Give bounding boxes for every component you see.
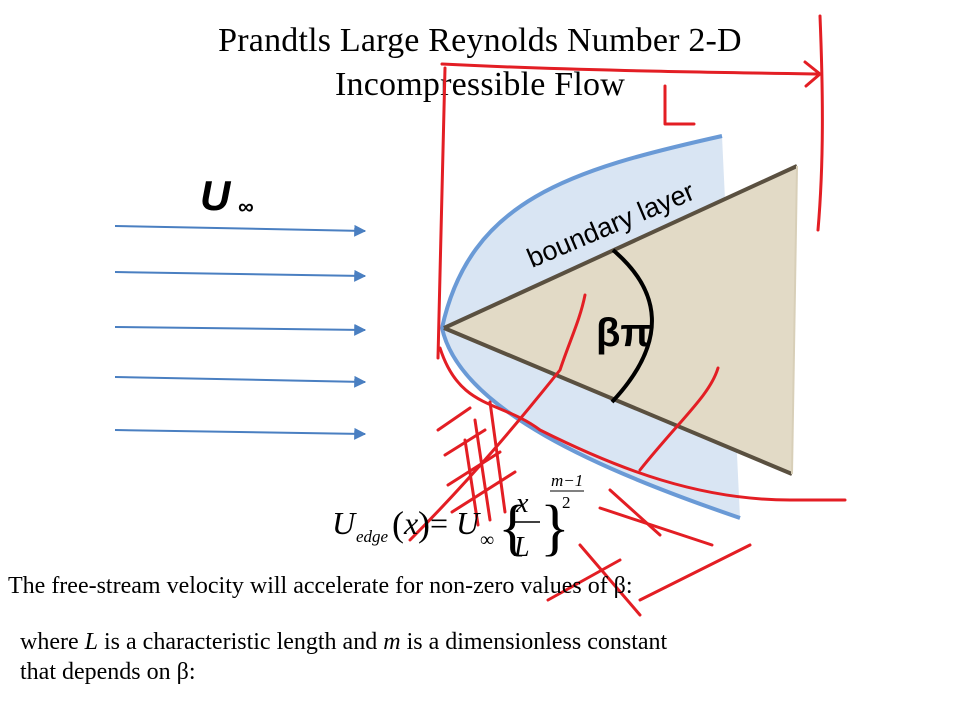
equation-brace-open: { bbox=[498, 494, 528, 562]
wedge bbox=[444, 166, 797, 474]
freestream-arrow bbox=[114, 269, 367, 282]
acceleration-statement: The free-stream velocity will accelerate… bbox=[8, 573, 633, 599]
annotation-l-bracket-top bbox=[440, 62, 820, 76]
equation-lhs-u: U bbox=[332, 505, 357, 541]
annotation-hatch bbox=[473, 418, 492, 522]
slide-title-line2: Incompressible Flow bbox=[335, 66, 625, 103]
annotation-hatch bbox=[463, 438, 480, 527]
annotation-hatch bbox=[608, 488, 662, 537]
annotation-hatch bbox=[450, 470, 517, 514]
annotation-hatch bbox=[578, 543, 642, 617]
annotation-hatch bbox=[446, 450, 502, 487]
wedge-angle-arc bbox=[610, 248, 654, 404]
definition-statement: where L is a characteristic length and m… bbox=[20, 627, 920, 687]
freestream-arrow bbox=[114, 323, 367, 336]
annotation-l-letter bbox=[663, 84, 696, 126]
equation-lhs-arg: x bbox=[403, 505, 418, 541]
equation-rhs-subscript: ∞ bbox=[480, 529, 494, 551]
definition-pre: where bbox=[20, 629, 85, 655]
definition-m-symbol: m bbox=[383, 629, 401, 655]
annotation-l-bracket-arrowhead bbox=[803, 60, 822, 88]
slide-title-line1: Prandtls Large Reynolds Number 2-D bbox=[218, 22, 742, 59]
equation-exp-den: 2 bbox=[562, 493, 571, 512]
freestream-arrow bbox=[114, 224, 367, 237]
annotation-hatch bbox=[638, 543, 752, 602]
wedge-back-edge bbox=[791, 165, 798, 475]
equation-frac-den: L bbox=[513, 532, 530, 563]
definition-l-symbol: L bbox=[84, 629, 98, 655]
freestream-velocity-label: U bbox=[200, 172, 232, 219]
annotation-l-bracket-left bbox=[436, 66, 447, 360]
annotation-hatch bbox=[598, 506, 714, 547]
equation-equals: = bbox=[430, 505, 448, 541]
freestream-velocity-subscript: ∞ bbox=[238, 194, 254, 219]
definition-mid: is a characteristic length and bbox=[98, 629, 384, 655]
annotation-hatch bbox=[546, 558, 622, 602]
equation-rhs-u: U bbox=[456, 505, 481, 541]
annotation-profile-curve bbox=[438, 346, 847, 502]
wedge-lower-edge bbox=[443, 326, 793, 476]
equation-exp-num: m−1 bbox=[551, 471, 583, 490]
edge-velocity-equation: U edge ( x ) = U ∞ { x L } m−1 2 bbox=[332, 471, 584, 563]
definition-line3: that depends on β: bbox=[20, 659, 196, 685]
annotation-l-bracket-right bbox=[816, 14, 824, 232]
annotation-hatch bbox=[436, 406, 472, 432]
handwritten-annotations bbox=[408, 14, 847, 617]
wedge-angle-label: βπ bbox=[596, 311, 651, 355]
boundary-layer-edge bbox=[439, 134, 741, 520]
freestream-arrow bbox=[114, 375, 367, 388]
annotation-hatch bbox=[488, 400, 507, 514]
equation-frac-num: x bbox=[515, 488, 529, 519]
equation-brace-close: } bbox=[540, 494, 570, 562]
equation-lhs-paren-close: ) bbox=[418, 504, 430, 544]
definition-post: is a dimensionless constant bbox=[400, 629, 668, 655]
freestream-arrows bbox=[114, 224, 367, 440]
wedge-upper-edge bbox=[443, 164, 798, 330]
annotation-hatch bbox=[638, 366, 720, 472]
freestream-arrow bbox=[114, 427, 367, 440]
equation-lhs-subscript: edge bbox=[356, 527, 389, 546]
annotation-hatch bbox=[408, 293, 587, 542]
equation-lhs-paren-open: ( bbox=[392, 504, 404, 544]
